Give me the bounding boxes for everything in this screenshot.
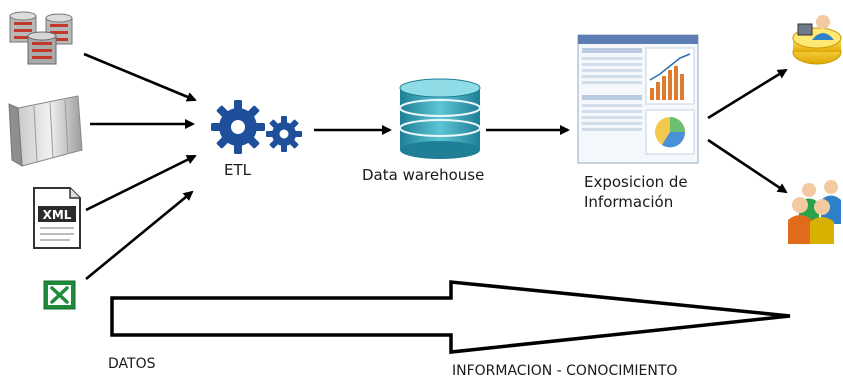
xml-label: XML: [43, 208, 72, 222]
arrow-exposure-to-group: [707, 138, 788, 194]
datos-label: DATOS: [108, 356, 156, 372]
excel-icon: [43, 280, 76, 310]
arrow-xml-to-etl: [85, 154, 197, 212]
data-to-knowledge-arrow: [110, 280, 791, 354]
arrow-db-to-etl: [83, 52, 197, 102]
user-at-desk-icon: [792, 15, 842, 65]
exposure-label: Exposicion de Información: [584, 172, 688, 213]
data-warehouse-label: Data warehouse: [362, 166, 485, 184]
informacion-conocimiento-label: INFORMACION - CONOCIMIENTO: [452, 363, 678, 379]
etl-label: ETL: [224, 161, 251, 179]
arrow-exposure-to-user: [707, 68, 788, 120]
exposure-label-line1: Exposicion de: [584, 173, 688, 191]
arrow-excel-to-etl: [85, 190, 194, 281]
user-group-icon: [788, 180, 841, 244]
xml-document-icon: XML: [33, 187, 81, 249]
gears-icon: [211, 100, 302, 154]
exposure-label-line2: Información: [584, 193, 674, 212]
server-rack-icon: [8, 95, 83, 167]
database-stack-icon: [9, 11, 73, 65]
dashboard-report-icon: [577, 34, 699, 164]
source-arrows: [83, 52, 197, 281]
database-cylinder-icon: [399, 78, 481, 159]
